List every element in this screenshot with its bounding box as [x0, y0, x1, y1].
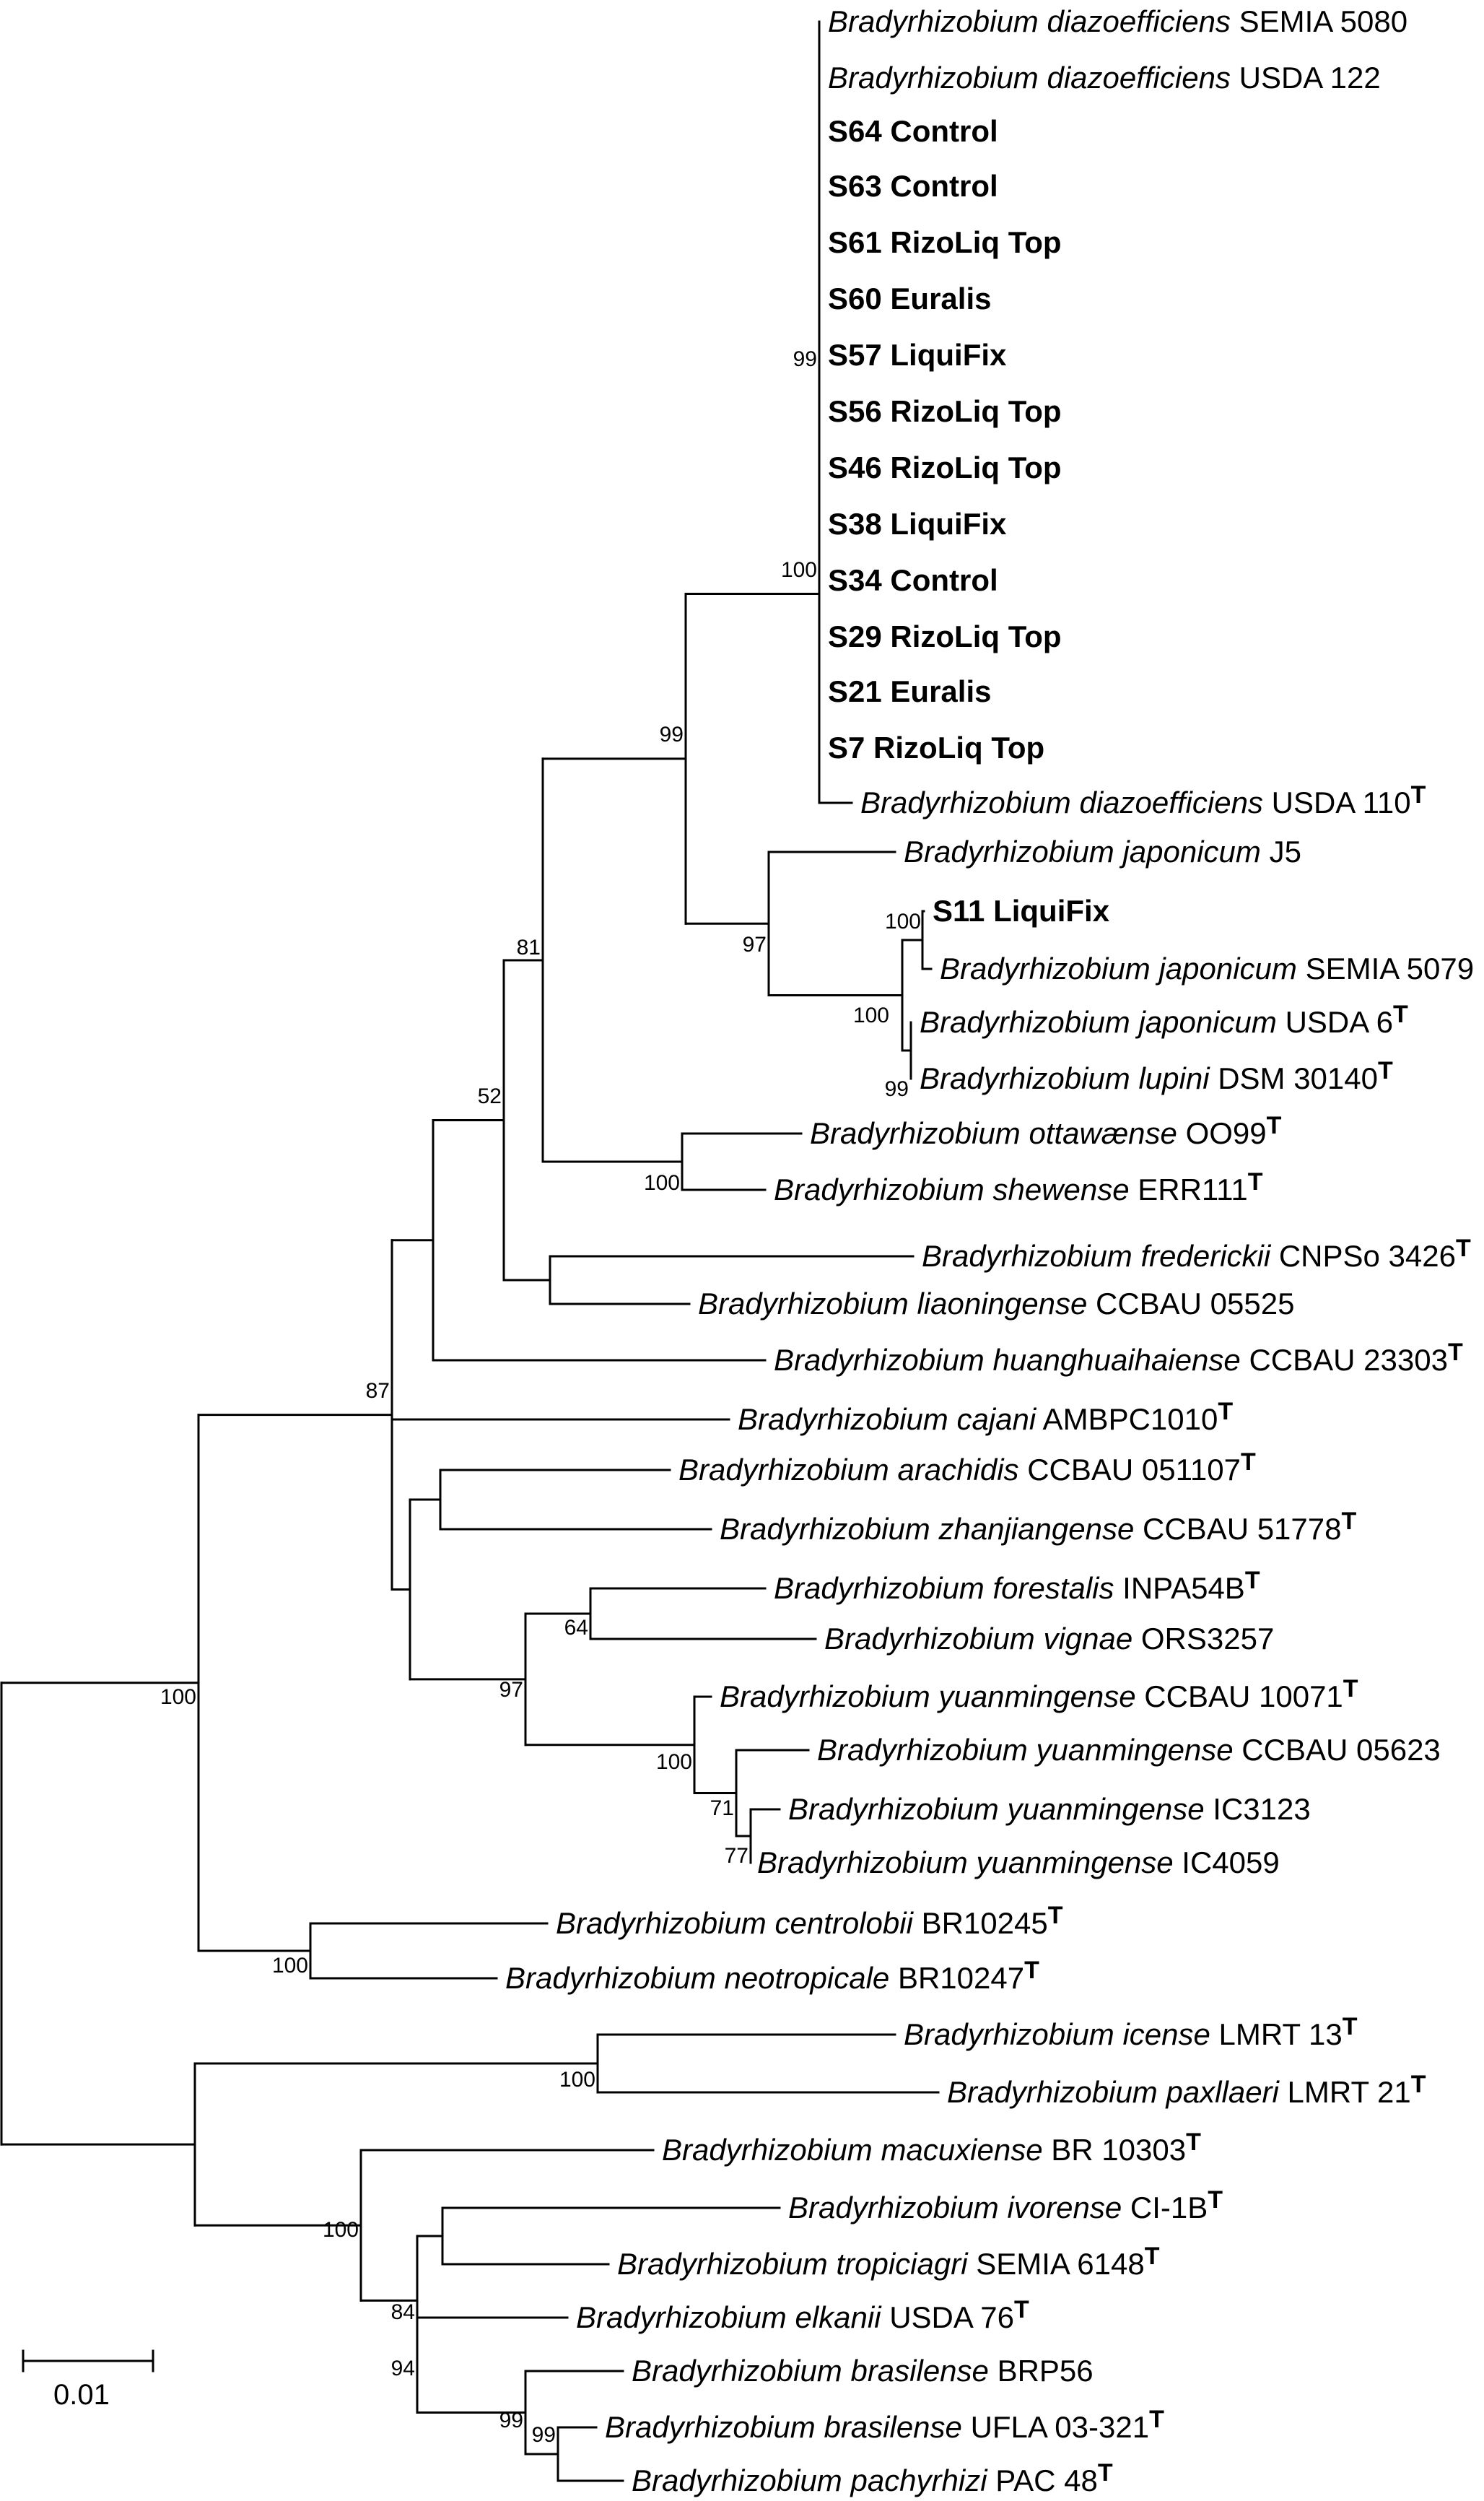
taxon-label-t23: Bradyrhizobium frederickii CNPSo 3426T — [922, 1235, 1471, 1273]
taxon-label-t29: Bradyrhizobium forestalis INPA54BT — [774, 1567, 1260, 1605]
taxon-label-t37: Bradyrhizobium icense LMRT 13T — [904, 2013, 1358, 2051]
bootstrap-value-n11: 52 — [478, 1084, 502, 1108]
taxon-label-t1: Bradyrhizobium diazoefficiens SEMIA 5080 — [828, 4, 1407, 38]
bootstrap-value-n27: 94 — [391, 2357, 415, 2380]
bootstrap-value-n9: 81 — [517, 936, 541, 960]
taxon-label-t25: Bradyrhizobium huanghuaihaiense CCBAU 23… — [774, 1339, 1463, 1377]
taxon-label-t35: Bradyrhizobium centrolobii BR10245T — [556, 1902, 1063, 1940]
taxon-label-t7: S57 LiquiFix — [828, 338, 1007, 372]
taxon-label-t2: Bradyrhizobium diazoefficiens USDA 122 — [828, 61, 1381, 95]
taxon-label-t15: Bradyrhizobium diazoefficiens USDA 110T — [860, 781, 1426, 819]
taxon-label-t3: S64 Control — [828, 114, 998, 148]
taxon-label-t11: S34 Control — [828, 563, 998, 597]
bootstrap-value-n17: 100 — [656, 1750, 692, 1774]
bootstrap-value-n21: 100 — [272, 1954, 308, 1978]
bootstrap-value-n18: 97 — [499, 1678, 523, 1702]
taxon-label-t44: Bradyrhizobium brasilense UFLA 03-321T — [605, 2406, 1164, 2444]
taxon-label-t31: Bradyrhizobium yuanmingense CCBAU 10071T — [720, 1675, 1358, 1713]
taxon-label-t45: Bradyrhizobium pachyrhizi PAC 48T — [632, 2459, 1113, 2497]
taxon-label-t26: Bradyrhizobium cajani AMBPC1010T — [738, 1398, 1233, 1436]
taxon-label-t39: Bradyrhizobium macuxiense BR 10303T — [662, 2128, 1201, 2167]
bootstrap-value-n4: 99 — [885, 1077, 909, 1101]
bootstrap-value-n7: 99 — [660, 723, 684, 747]
taxon-label-t24: Bradyrhizobium liaoningense CCBAU 05525 — [698, 1287, 1294, 1321]
bootstrap-value-n29: 100 — [323, 2218, 359, 2242]
taxon-label-t6: S60 Euralis — [828, 282, 991, 316]
taxon-labels: Bradyrhizobium diazoefficiens SEMIA 5080… — [505, 4, 1474, 2497]
taxon-label-t32: Bradyrhizobium yuanmingense CCBAU 05623 — [817, 1733, 1441, 1767]
scale-bar-label: 0.01 — [53, 2379, 110, 2411]
taxon-label-t8: S56 RizoLiq Top — [828, 394, 1062, 428]
taxon-label-t18: Bradyrhizobium japonicum SEMIA 5079 — [940, 952, 1474, 986]
taxon-label-t36: Bradyrhizobium neotropicale BR10247T — [505, 1957, 1039, 1995]
bootstrap-value-n25: 99 — [532, 2423, 556, 2447]
tree-branches — [0, 20, 940, 2482]
bootstrap-value-n28: 84 — [391, 2300, 415, 2324]
taxon-label-t34: Bradyrhizobium yuanmingense IC4059 — [757, 1845, 1280, 1879]
taxon-label-t41: Bradyrhizobium tropiciagri SEMIA 6148T — [617, 2243, 1160, 2281]
taxon-label-t5: S61 RizoLiq Top — [828, 225, 1062, 259]
bootstrap-value-n16: 71 — [710, 1796, 734, 1820]
scale-bar: 0.01 — [22, 2349, 154, 2411]
taxon-label-t33: Bradyrhizobium yuanmingense IC3123 — [788, 1792, 1311, 1826]
bootstrap-value-n3: 100 — [885, 910, 921, 934]
taxon-label-t28: Bradyrhizobium zhanjiangense CCBAU 51778… — [720, 1508, 1357, 1546]
taxon-label-t21: Bradyrhizobium ottawænse OO99T — [810, 1112, 1282, 1150]
taxon-label-t16: Bradyrhizobium japonicum J5 — [904, 835, 1301, 869]
bootstrap-value-n14: 64 — [564, 1616, 588, 1640]
bootstrap-value-n26: 99 — [499, 2409, 523, 2432]
taxon-label-t43: Bradyrhizobium brasilense BRP56 — [632, 2354, 1094, 2388]
bootstrap-value-n8: 100 — [644, 1171, 680, 1195]
bootstrap-value-n1: 99 — [793, 347, 817, 371]
bootstrap-value-n2: 100 — [781, 558, 817, 582]
taxon-label-t10: S38 LiquiFix — [828, 507, 1007, 541]
taxon-label-t22: Bradyrhizobium shewense ERR111T — [774, 1168, 1263, 1206]
taxon-label-t17: S11 LiquiFix — [933, 894, 1110, 928]
bootstrap-values: 99 100 100 99 100 97 99 100 81 52 64 77 71 100 97 87 100… — [160, 347, 921, 2447]
taxon-label-t4: S63 Control — [828, 169, 998, 203]
taxon-label-t12: S29 RizoLiq Top — [828, 619, 1062, 653]
bootstrap-value-n20: 87 — [366, 1379, 390, 1403]
taxon-label-t38: Bradyrhizobium paxllaeri LMRT 21T — [947, 2071, 1426, 2109]
taxon-label-t40: Bradyrhizobium ivorense CI-1BT — [788, 2186, 1223, 2224]
taxon-label-t9: S46 RizoLiq Top — [828, 451, 1062, 484]
bootstrap-value-n23: 100 — [559, 2068, 595, 2092]
taxon-label-t27: Bradyrhizobium arachidis CCBAU 051107T — [678, 1448, 1256, 1487]
taxon-label-t13: S21 Euralis — [828, 674, 991, 708]
taxon-label-t30: Bradyrhizobium vignae ORS3257 — [824, 1622, 1274, 1656]
taxon-label-t20: Bradyrhizobium lupini DSM 30140T — [920, 1057, 1393, 1095]
bootstrap-value-n22: 100 — [160, 1685, 196, 1709]
taxon-label-t42: Bradyrhizobium elkanii USDA 76T — [576, 2296, 1029, 2334]
bootstrap-value-n15: 77 — [725, 1844, 748, 1868]
taxon-label-t14: S7 RizoLiq Top — [828, 731, 1044, 765]
taxon-label-t19: Bradyrhizobium japonicum USDA 6T — [920, 1001, 1408, 1039]
bootstrap-value-n6: 97 — [743, 933, 767, 957]
bootstrap-value-n5: 100 — [853, 1004, 889, 1027]
